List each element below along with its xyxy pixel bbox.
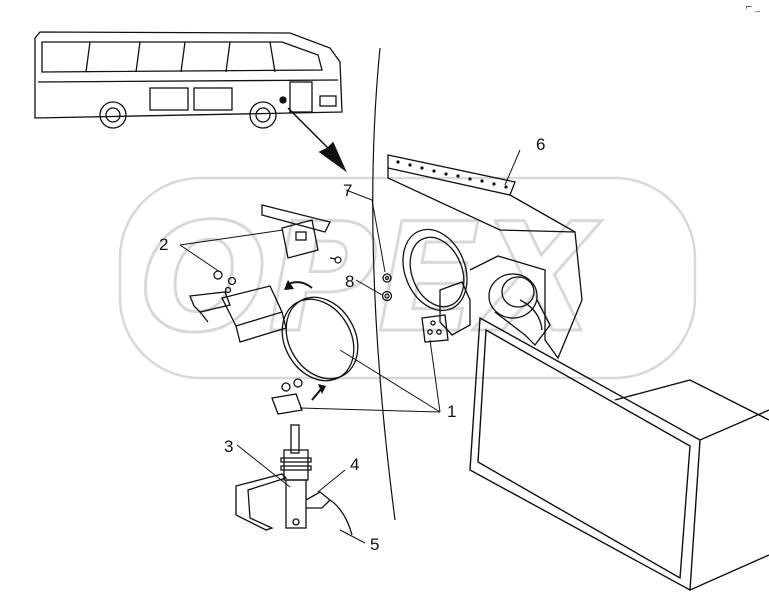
body-contour-line bbox=[372, 47, 396, 521]
callout-8: 8 bbox=[345, 272, 354, 291]
rotation-arrowhead bbox=[284, 280, 294, 290]
lower-bracket bbox=[271, 378, 303, 415]
bus-illustration bbox=[34, 31, 343, 129]
flap-opening bbox=[402, 228, 468, 312]
callout-6: 6 bbox=[536, 135, 545, 154]
callout-7: 7 bbox=[343, 181, 352, 200]
actuator-part-2 bbox=[189, 204, 331, 343]
callout-2: 2 bbox=[159, 235, 168, 254]
filler-neck bbox=[488, 273, 551, 346]
cylinder-assembly bbox=[235, 424, 353, 536]
location-arrow bbox=[287, 107, 347, 173]
callout-4: 4 bbox=[350, 455, 359, 474]
callout-3: 3 bbox=[224, 437, 233, 456]
svg-text:OPEX: OPEX bbox=[140, 192, 602, 366]
up-arrowhead bbox=[318, 384, 326, 394]
washer-part-7 bbox=[382, 273, 392, 283]
watermark-logo: OPEX bbox=[118, 176, 697, 380]
leader-lines bbox=[179, 149, 521, 544]
service-door bbox=[469, 316, 769, 592]
callout-1: 1 bbox=[447, 402, 456, 421]
nut-part-8 bbox=[381, 290, 393, 302]
up-arrow bbox=[311, 387, 323, 401]
corner-mark: ⌐ _ bbox=[745, 3, 760, 13]
hinge-bracket bbox=[421, 281, 471, 343]
panel-part-6 bbox=[387, 154, 583, 360]
callout-5: 5 bbox=[370, 535, 379, 554]
flap-cover bbox=[281, 296, 359, 382]
screw bbox=[329, 256, 342, 264]
